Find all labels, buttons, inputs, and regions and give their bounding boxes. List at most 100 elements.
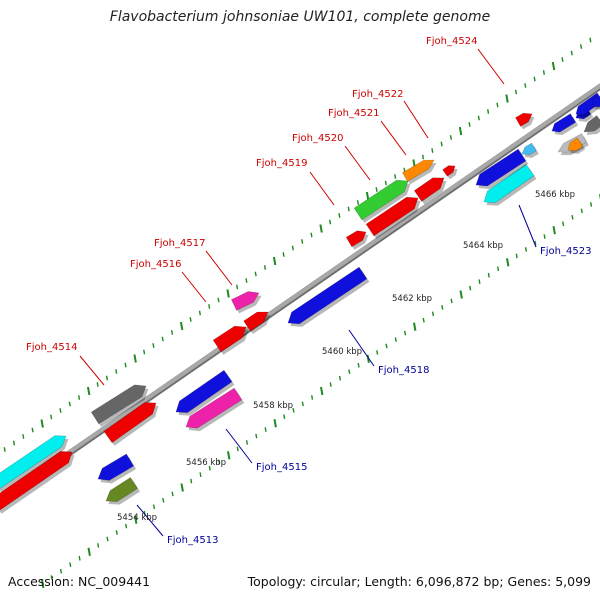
scale-tick-lower: [301, 401, 304, 407]
gene-label-fjoh-4518[interactable]: Fjoh_4518: [378, 365, 429, 376]
leader-fjoh-4520: [344, 145, 371, 181]
scale-tick-lower: [190, 478, 193, 484]
gene-label-fjoh-4519[interactable]: Fjoh_4519: [256, 158, 307, 169]
scale-tick-lower: [227, 451, 231, 460]
scale-tick-upper: [198, 310, 201, 316]
scale-tick-upper: [421, 154, 425, 160]
gene-fjoh-4517-body: [231, 291, 260, 311]
scale-tick-upper: [282, 252, 285, 257]
gene-label-fjoh-4517[interactable]: Fjoh_4517: [154, 238, 205, 249]
scale-tick-upper: [245, 278, 248, 283]
scale-tick-lower: [357, 362, 360, 368]
gene-fjoh-4521b: [413, 177, 447, 205]
scale-tick-lower: [283, 414, 286, 420]
leader-fjoh-4514: [79, 355, 105, 386]
scale-tick-upper: [152, 343, 155, 348]
gene-label-fjoh-4522[interactable]: Fjoh_4522: [352, 89, 403, 100]
scale-tick-lower: [431, 311, 435, 317]
gene-fjoh-4523c-body: [521, 142, 537, 156]
scale-tick-lower: [404, 330, 407, 336]
scale-tick-upper: [189, 317, 192, 322]
gene-label-fjoh-4513[interactable]: Fjoh_4513: [167, 535, 218, 546]
gene-label-fjoh-4520[interactable]: Fjoh_4520: [292, 133, 343, 144]
scale-label-5460: 5460 kbp: [322, 347, 362, 357]
gene-label-fjoh-4523[interactable]: Fjoh_4523: [540, 246, 591, 257]
scale-tick-upper: [68, 401, 71, 407]
scale-tick-upper: [570, 50, 573, 56]
scale-tick-upper: [59, 408, 62, 413]
scale-tick-upper: [208, 304, 211, 309]
scale-tick-lower: [469, 285, 472, 291]
scale-tick-upper: [50, 414, 53, 420]
gene-edge-blue-4: [591, 95, 600, 110]
scale-tick-upper: [487, 109, 490, 114]
scale-tick-upper: [77, 395, 81, 400]
scale-tick-lower: [562, 221, 565, 227]
gene-fjoh-4519-body: [345, 230, 367, 248]
scale-tick-upper: [3, 447, 6, 452]
gene-fjoh-4523-body: [483, 163, 535, 203]
scale-tick-lower: [571, 214, 574, 220]
gene-label-fjoh-4516[interactable]: Fjoh_4516: [130, 259, 181, 270]
scale-tick-lower: [311, 395, 314, 400]
scale-tick-lower: [162, 498, 165, 503]
gene-fjoh-4523b: [475, 148, 529, 189]
scale-tick-lower: [208, 465, 211, 471]
gene-fjoh-4515b-body: [175, 369, 233, 413]
gene-fjoh-4518: [287, 266, 370, 327]
leader-fjoh-4518: [348, 329, 375, 367]
gene-fjoh-4521b-body: [413, 177, 445, 202]
gene-edge-blue-1-body: [551, 113, 577, 133]
gene-fjoh-4515b: [175, 369, 235, 416]
scale-tick-lower: [180, 483, 184, 492]
scale-tick-upper: [468, 122, 471, 127]
leader-fjoh-4522: [403, 100, 429, 139]
scale-tick-upper: [394, 174, 397, 179]
scale-tick-upper: [505, 94, 509, 103]
scale-tick-lower: [506, 258, 510, 267]
gene-label-fjoh-4524[interactable]: Fjoh_4524: [426, 36, 477, 47]
scale-tick-upper: [170, 330, 174, 335]
scale-tick-upper: [124, 362, 127, 368]
scale-tick-lower: [152, 504, 156, 510]
gene-red-4512: [0, 451, 75, 514]
scale-tick-lower: [59, 568, 63, 574]
gene-label-fjoh-4514[interactable]: Fjoh_4514: [26, 342, 77, 353]
scale-tick-lower: [543, 234, 546, 239]
gene-fjoh-4516-body: [212, 325, 247, 353]
scale-tick-upper: [161, 336, 164, 342]
scale-tick-lower: [552, 225, 556, 235]
scale-tick-lower: [580, 208, 583, 214]
leader-fjoh-4515: [225, 428, 253, 464]
gene-label-fjoh-4521[interactable]: Fjoh_4521: [328, 108, 379, 119]
accession-text: Accession: NC_009441: [8, 574, 151, 589]
scale-tick-upper: [86, 386, 91, 396]
gene-small-red: [442, 165, 458, 180]
gene-fjoh-4514b: [103, 402, 159, 446]
scale-tick-lower: [441, 305, 444, 310]
scale-tick-upper: [514, 89, 518, 95]
leader-fjoh-4524: [477, 48, 505, 85]
scale-tick-lower: [320, 386, 324, 396]
gene-fjoh-4520b-body: [365, 196, 419, 237]
scale-tick-upper: [496, 102, 499, 108]
scale-tick-lower: [394, 337, 397, 342]
scale-tick-upper: [217, 297, 220, 303]
scale-tick-upper: [310, 232, 313, 238]
genome-backbone: [0, 83, 600, 505]
gene-label-fjoh-4515[interactable]: Fjoh_4515: [256, 462, 307, 473]
scale-tick-upper: [431, 148, 434, 153]
scale-tick-lower: [236, 446, 239, 452]
scale-tick-lower: [106, 536, 109, 542]
scale-tick-lower: [115, 530, 118, 535]
gene-fjoh-4524: [515, 112, 535, 130]
scale-tick-lower: [171, 491, 174, 497]
gene-edge-blue-1: [551, 113, 579, 136]
scale-tick-lower: [385, 343, 388, 349]
scale-tick-upper: [272, 256, 277, 266]
scale-tick-lower: [41, 579, 45, 589]
scale-tick-lower: [134, 515, 138, 524]
scale-tick-upper: [291, 245, 294, 251]
